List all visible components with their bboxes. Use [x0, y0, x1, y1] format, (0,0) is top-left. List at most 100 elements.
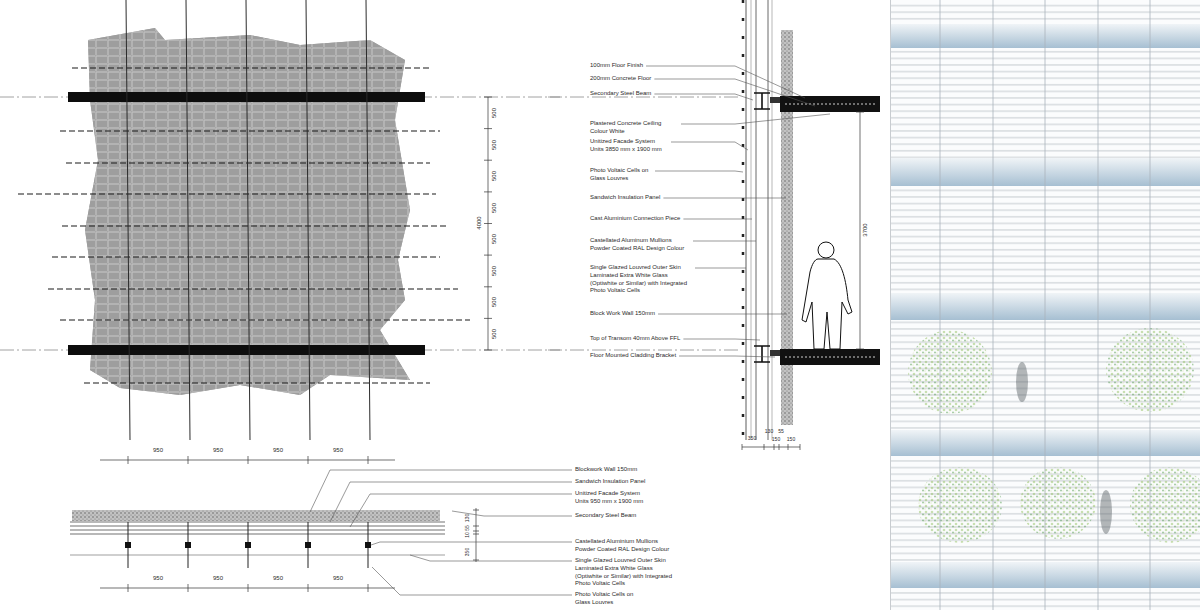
louvre-overlay	[890, 0, 1200, 610]
dimension-value: 500	[491, 171, 499, 181]
dimension-line	[100, 588, 395, 589]
blockwork-wall	[72, 510, 440, 521]
dimension-value: 500	[491, 297, 499, 307]
slab-finish	[785, 104, 875, 105]
dimension-value: 4000	[476, 216, 484, 229]
dimension-value: 55	[778, 428, 784, 435]
cladding-bracket	[770, 97, 780, 103]
dimension-value: 950	[213, 575, 223, 583]
leader-line	[679, 356, 775, 357]
dimension-value: 950	[333, 447, 343, 455]
leader-line	[693, 241, 756, 242]
concrete-slab	[780, 349, 880, 365]
dimension-value: 950	[333, 575, 343, 583]
dimension-value: 3700	[862, 223, 870, 236]
annotation-label: Photo Voltaic Cells on Glass Louvres	[575, 591, 637, 607]
layer-line	[70, 530, 445, 531]
louvre-rows	[18, 68, 470, 383]
mullion	[186, 0, 190, 440]
leader-line	[683, 219, 752, 220]
leader-line	[654, 79, 815, 106]
human-figure-head	[818, 242, 834, 258]
unitised-frame	[772, 0, 773, 440]
dimension-value: 55	[464, 525, 471, 531]
dimension-ticks	[473, 510, 479, 560]
louvre-row	[52, 256, 440, 257]
mullion-blocks	[125, 542, 371, 548]
louvre-row	[66, 162, 430, 163]
dimension-line	[742, 447, 800, 448]
annotation-label: Single Glazed Louvred Outer Skin Laminat…	[575, 557, 677, 588]
annotation-label: Castellated Aluminum Mullions Powder Coa…	[590, 237, 690, 253]
mullion-block	[125, 542, 131, 548]
dimension-value: 10	[464, 532, 471, 538]
louvre-row	[72, 67, 432, 68]
section	[548, 0, 880, 450]
louvre-row	[48, 288, 458, 289]
louvre-row	[84, 382, 430, 383]
floor-datum	[548, 350, 740, 351]
dimension-value: 950	[153, 575, 163, 583]
mullion	[1098, 0, 1099, 610]
louvre-row	[18, 193, 436, 194]
dimension-value: 500	[491, 139, 499, 149]
dimension-value: 500	[491, 266, 499, 276]
mullion	[940, 0, 941, 610]
leader-line	[330, 482, 572, 522]
layer-line	[70, 534, 445, 535]
blockwork-wall	[781, 30, 793, 96]
dimension-line	[476, 508, 477, 562]
glass-line	[70, 555, 445, 556]
mullion-block	[305, 542, 311, 548]
dimension-value: 150	[772, 436, 780, 443]
render-mullions	[940, 0, 1150, 610]
leader-line	[372, 567, 572, 595]
concrete-slab	[780, 96, 880, 112]
leader-line	[371, 542, 572, 545]
annotation-label: 100mm Floor Finish	[590, 62, 643, 70]
leader-line	[410, 555, 572, 561]
mullion	[366, 0, 370, 440]
dimension-value: 350	[464, 548, 471, 556]
dimension-value: 130	[765, 428, 773, 435]
louvre-row	[60, 130, 440, 131]
dimension-value: 950	[273, 575, 283, 583]
panel-edge	[890, 0, 891, 610]
annotation-label: Top of Transom 40mm Above FFL	[590, 335, 680, 343]
annotation-label: Single Glazed Louvred Outer Skin Laminat…	[590, 264, 692, 295]
dimension-value: 130	[464, 514, 471, 522]
leader-line	[452, 511, 572, 516]
cladding-bracket	[770, 350, 780, 356]
slab-finish	[785, 357, 875, 358]
annotation-label: Block Work Wall 150mm	[590, 310, 655, 318]
leader-line	[695, 268, 746, 269]
annotation-label: Photo Voltaic Cells on Glass Louvres	[590, 167, 652, 183]
steel-beam	[754, 93, 770, 109]
annotation-label: Unitized Facade System Units 950 mm x 19…	[575, 490, 653, 506]
leader-line	[655, 171, 743, 172]
outer-skin	[746, 0, 747, 440]
annotation-label: 200mm Concrete Floor	[590, 75, 651, 83]
dimension-value: 150	[787, 436, 795, 443]
dimension-value: 950	[153, 447, 163, 455]
mullion	[126, 0, 130, 440]
leader-line	[681, 114, 830, 124]
louvre-field	[890, 0, 1200, 610]
dimension-line	[100, 460, 395, 461]
mullion	[1150, 0, 1151, 610]
dimension-value: 350	[748, 435, 756, 442]
annotation-label: Sandwich Insulation Panel	[590, 194, 660, 202]
plan	[70, 456, 479, 592]
annotation-label: Plastered Concrete Ceiling Colour White	[590, 120, 678, 136]
blockwork-wall	[781, 365, 793, 425]
annotation-label: Unitized Facade System Units 3850 mm x 1…	[590, 138, 668, 154]
blockwork-wall	[781, 112, 793, 349]
mullion-block	[185, 542, 191, 548]
floor-datum	[548, 97, 740, 98]
mullion-edge	[756, 0, 757, 440]
leader-line	[658, 314, 787, 315]
glass-louvres	[742, 0, 745, 440]
louvre-row	[60, 319, 470, 320]
leader-line	[671, 142, 748, 150]
floor-beam	[68, 345, 425, 355]
